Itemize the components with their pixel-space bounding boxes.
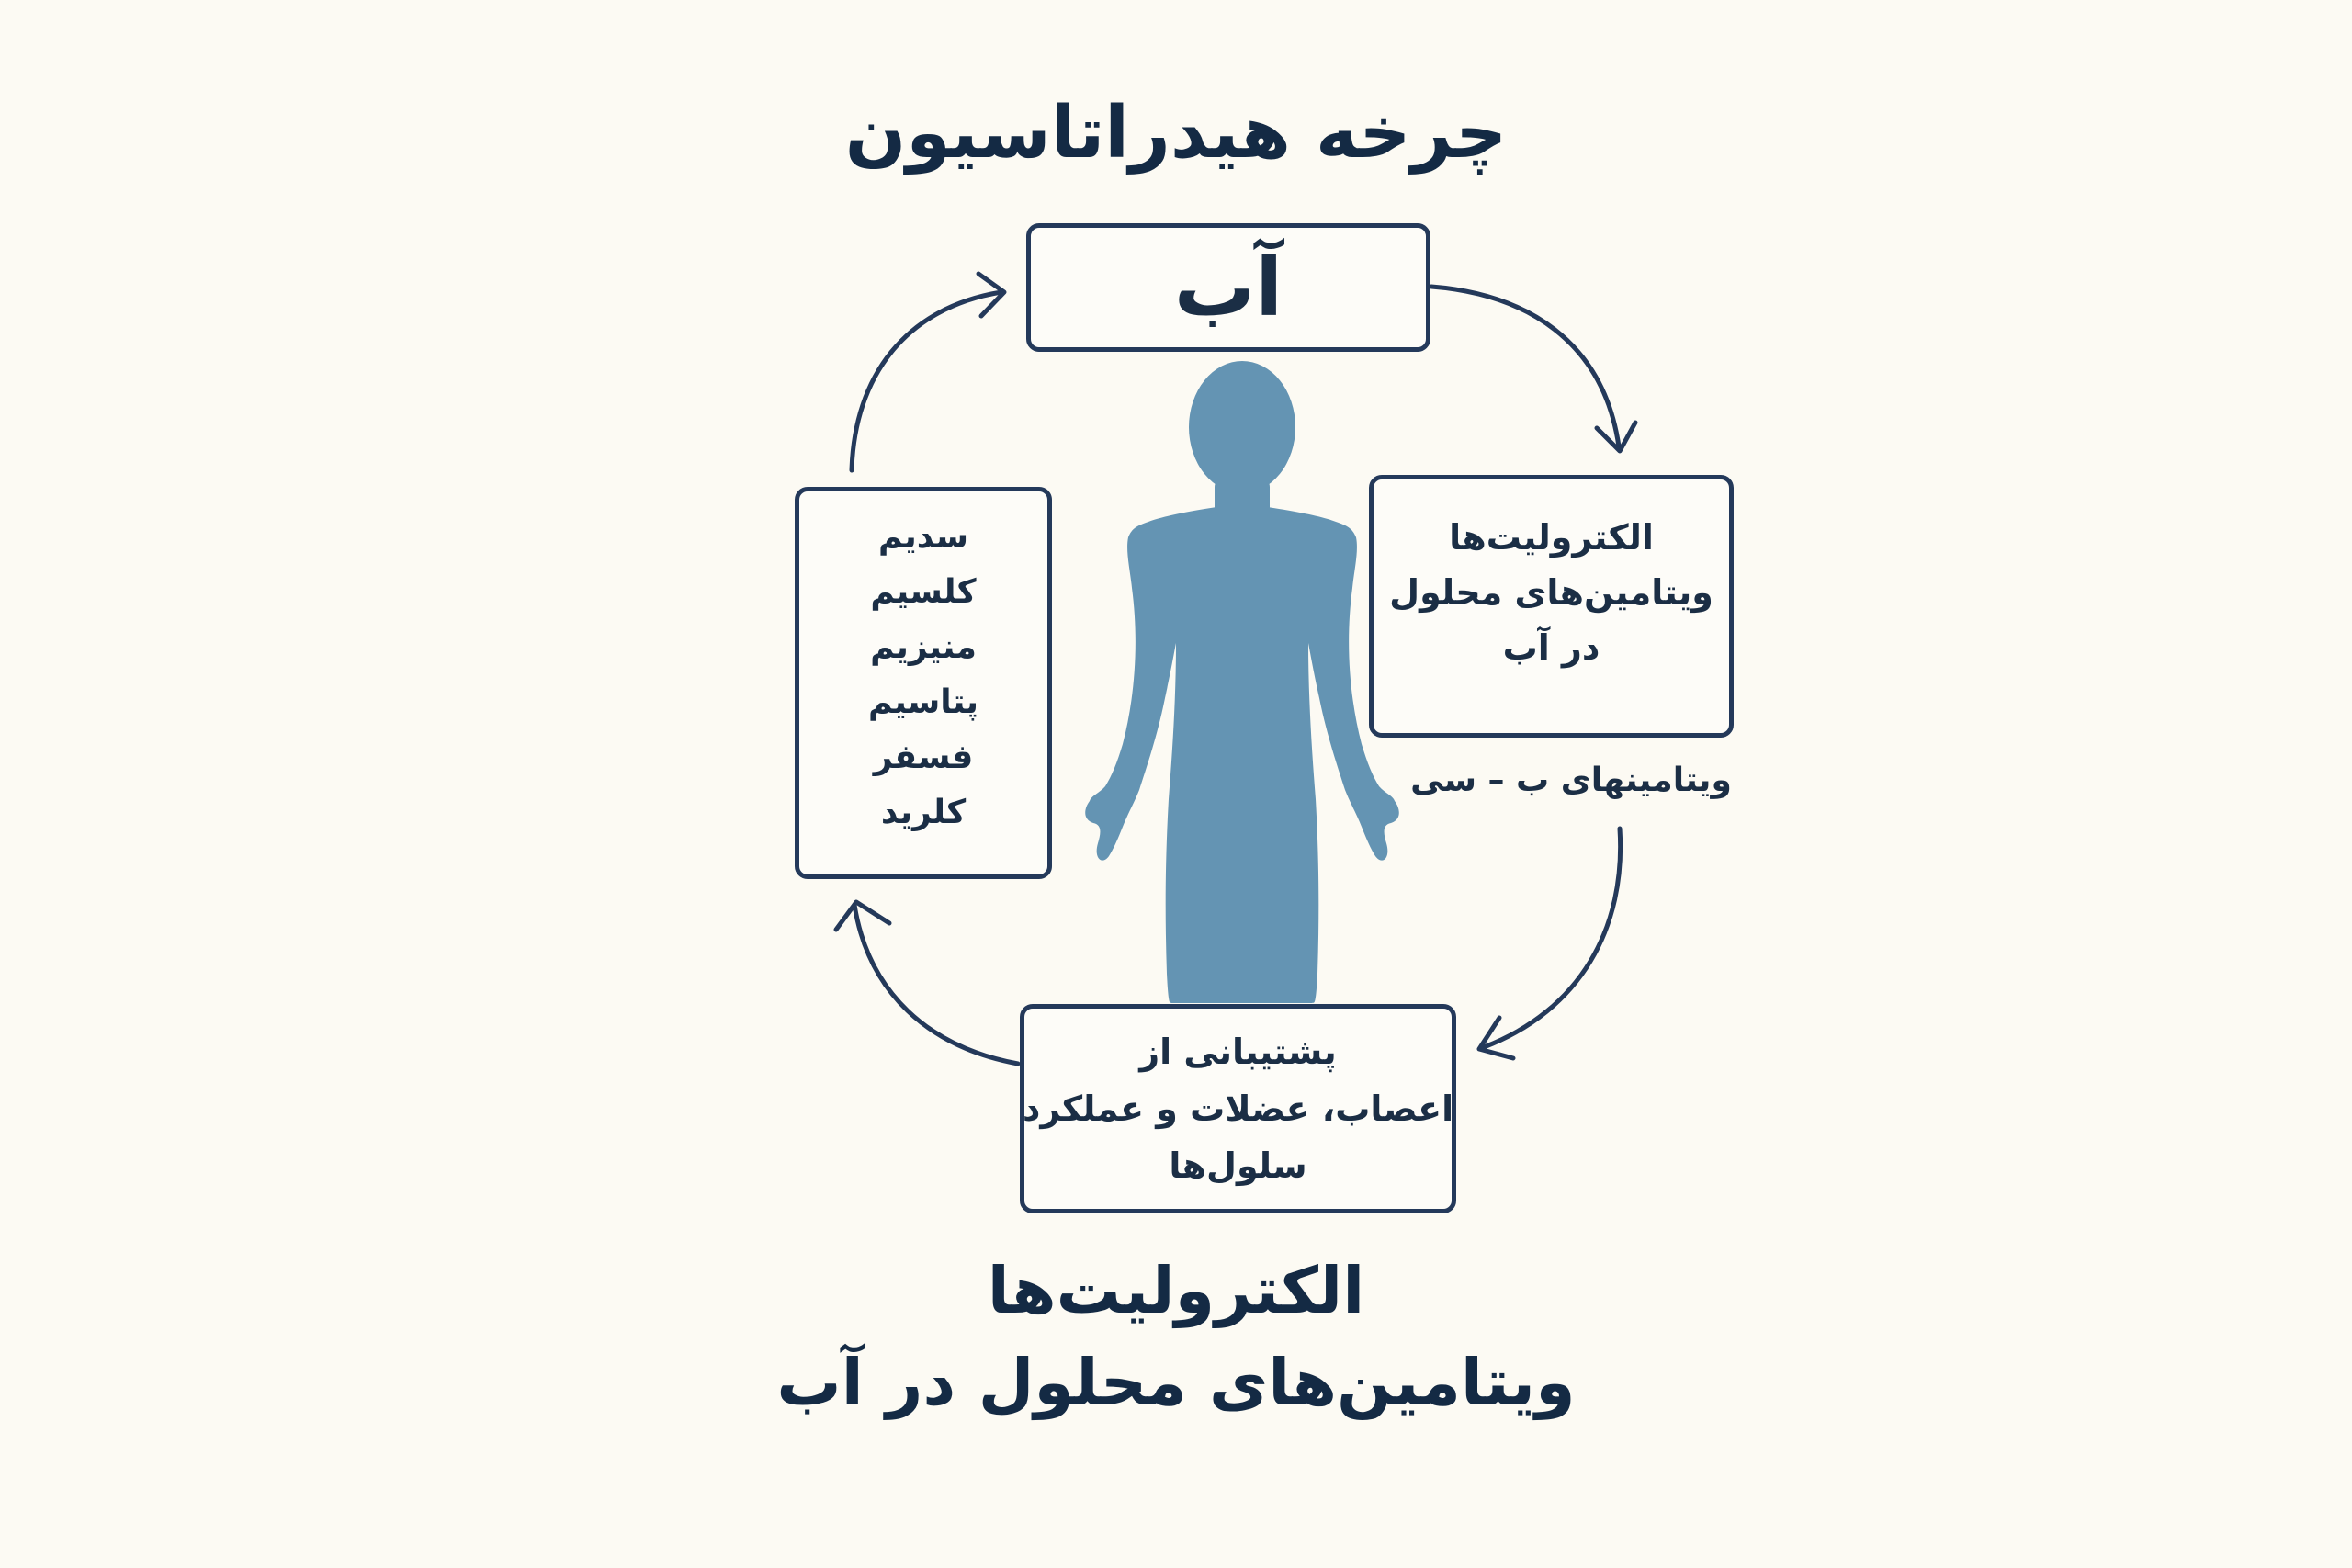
arrow-top-right: [1429, 284, 1622, 449]
page-title: چرخه هیدراتاسیون: [844, 92, 1508, 175]
support-line-1: پشتیبانی از: [1139, 1032, 1337, 1072]
minerals-box: سدیم کلسیم منیزیم پتاسیم فسفر کلرید: [795, 487, 1052, 879]
mineral-item: پتاسیم: [867, 683, 979, 721]
arrow-right-bottom-head: [1476, 1015, 1516, 1061]
water-box: آب: [1026, 223, 1430, 352]
support-box: پشتیبانی از اعصاب، عضلات و عملکرد سلول‌ه…: [1020, 1004, 1456, 1213]
water-label: آب: [1173, 240, 1283, 334]
support-line-2: اعصاب، عضلات و عملکرد: [1022, 1089, 1454, 1129]
vitamins-caption: ویتامینهای ب – سی: [1410, 761, 1732, 799]
cycle-arrows: [833, 271, 1638, 1066]
mineral-item: فسفر: [873, 739, 974, 776]
arrow-top-right-head: [1594, 420, 1638, 454]
mineral-item: کلسیم: [870, 573, 977, 611]
human-body-icon: [1085, 361, 1399, 1003]
arrow-left-top-head: [976, 271, 1007, 319]
electrolytes-box: الکترولیت‌ها ویتامین‌های محلول در آب: [1369, 475, 1734, 738]
support-line-3: سلول‌ها: [1169, 1145, 1307, 1186]
arrow-bottom-left-head: [833, 899, 892, 932]
arrow-bottom-left: [852, 902, 1021, 1066]
mineral-item: سدیم: [878, 518, 968, 556]
arrow-right-bottom: [1481, 826, 1623, 1050]
arrow-left-top: [849, 289, 1004, 473]
electrolytes-line-1: الکترولیت‌ها: [1449, 517, 1654, 558]
mineral-item: منیزیم: [870, 628, 977, 666]
mineral-item: کلرید: [880, 794, 967, 831]
electrolytes-line-2: ویتامین‌های محلول: [1389, 572, 1713, 613]
footer-heading-1: الکترولیت‌ها: [987, 1253, 1365, 1328]
electrolytes-line-3: در آب: [1502, 627, 1600, 668]
footer-heading-2: ویتامین‌های محلول در آب: [776, 1345, 1576, 1420]
